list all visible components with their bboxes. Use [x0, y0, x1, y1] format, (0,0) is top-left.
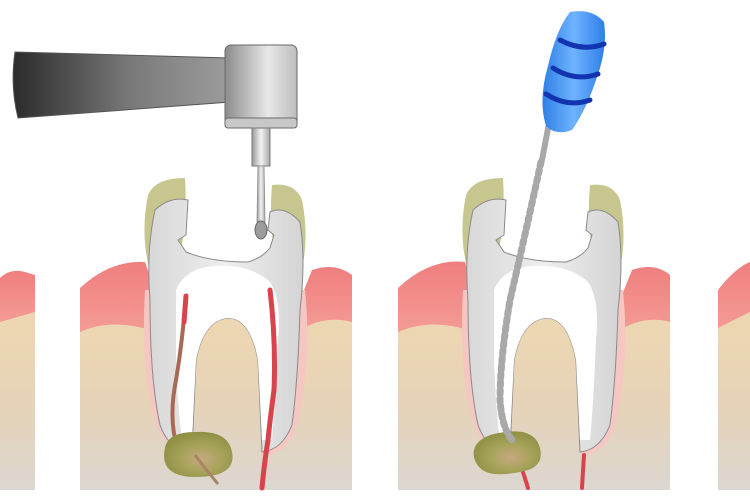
tooth-1-abscess-tail — [193, 454, 220, 485]
tooth-2-nerve-right — [580, 453, 586, 490]
tooth-2-abscess — [473, 431, 541, 475]
gum-1-left — [80, 261, 158, 332]
tissue-block-left — [0, 270, 35, 490]
panel-drilling — [12, 44, 352, 491]
drill-bit — [256, 165, 266, 223]
drill-head-collar — [224, 117, 298, 129]
drill-bur-tip — [254, 220, 268, 240]
tooth-1-nerve-left-top — [181, 293, 189, 325]
tooth-2-pulp — [494, 265, 597, 440]
drill-handle — [12, 51, 231, 119]
gum-1-right — [300, 266, 352, 330]
file-barbed-wire — [496, 158, 545, 444]
tooth-1-nerve-right — [259, 287, 277, 491]
tooth-1-pulp — [176, 265, 279, 440]
endodontic-file — [496, 11, 607, 444]
drill-head — [224, 44, 298, 128]
tooth-1-abscess — [164, 431, 233, 477]
file-handle — [542, 11, 605, 133]
dental-drill — [12, 44, 298, 240]
gum-right — [718, 262, 750, 328]
tissue-block-right — [718, 262, 750, 490]
gum-left — [0, 270, 35, 322]
gum-2-right — [620, 266, 670, 330]
file-band-2 — [550, 65, 601, 80]
drill-chuck — [251, 127, 271, 167]
bone-right — [718, 300, 750, 490]
panel-filing — [398, 11, 670, 490]
file-band-1 — [557, 37, 607, 50]
gum-2-left — [398, 261, 476, 332]
bone-left — [0, 300, 35, 490]
file-band-3 — [543, 91, 593, 106]
